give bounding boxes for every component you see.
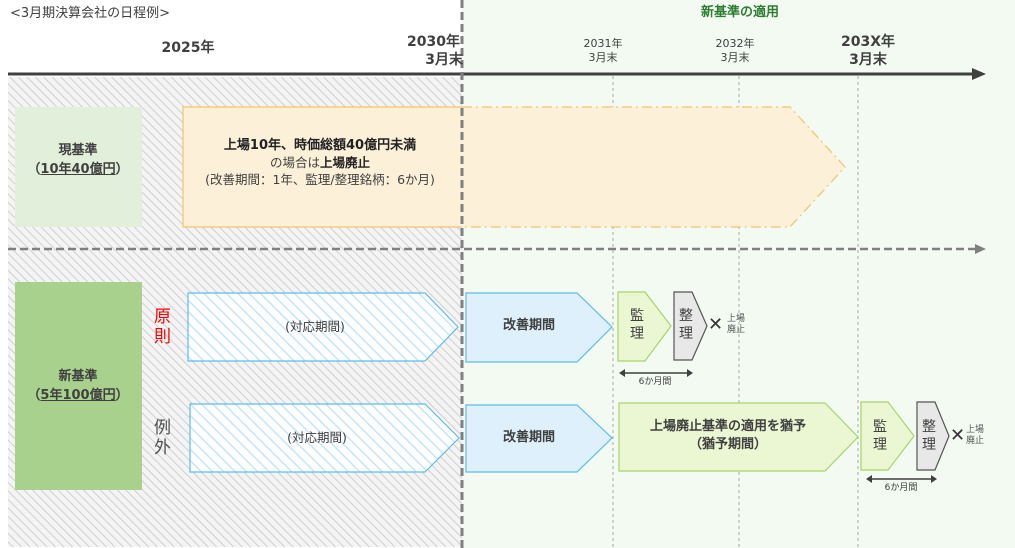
current-standard-box: [15, 107, 142, 227]
timeline-arrowhead: [972, 68, 986, 80]
current-arrow-border-solid: [182, 106, 462, 228]
paren-close: ）: [115, 162, 129, 177]
char: 理: [922, 437, 936, 453]
new-standard-applied-label: 新基準の適用: [700, 5, 780, 20]
current-delisting-arrow: [183, 107, 845, 227]
diagram-title: <3月期決算会社の日程例>: [10, 6, 171, 21]
paren-open: （: [27, 388, 41, 403]
new-standard-label: 新基準: [58, 369, 98, 384]
char: 廃止: [727, 325, 746, 335]
current-criteria-value: 10年40億円: [40, 162, 116, 177]
year-2025: 2025年: [161, 40, 215, 56]
delisting-cross-icon: ✕: [708, 314, 724, 335]
principle-supervision-arrow: [617, 291, 672, 362]
principle-improvement-arrow: [465, 292, 613, 363]
exception-char: 例: [154, 418, 171, 438]
principle-label: 原則: [154, 307, 171, 347]
char: 理: [873, 437, 887, 453]
exception-response-period-arrow: [189, 403, 460, 473]
exception-improvement-arrow: [465, 404, 613, 473]
current-desc-line2: の場合は上場廃止: [270, 155, 370, 171]
year-2031-sub: 3月末: [588, 51, 618, 64]
principle-improvement-label: 改善期間: [502, 318, 556, 333]
current-desc-pre: の場合は: [269, 155, 320, 170]
principle-response-period-arrow: [187, 292, 459, 362]
span-arrow-left: [866, 475, 872, 483]
exception-response-period-label: (対応期間): [287, 430, 347, 445]
char: 理: [679, 326, 693, 342]
principle-supervision-label: 監理: [630, 307, 644, 343]
principle-delisting-label: 上場廃止: [727, 314, 745, 336]
new-standard-criteria: （5年100億円）: [27, 388, 128, 404]
exception-label: 例外: [154, 418, 171, 458]
year-2031: 2031年: [583, 37, 623, 50]
principle-six-months-label: 6か月間: [638, 377, 672, 387]
principle-char: 原: [154, 307, 171, 327]
char: 整: [922, 419, 936, 435]
year-2030-sub: 3月末: [425, 52, 463, 68]
current-desc-delisting: 上場廃止: [320, 155, 371, 170]
span-arrow-right: [687, 369, 693, 377]
char: 上場: [966, 425, 985, 435]
exception-char: 外: [154, 438, 171, 458]
exception-supervision-label: 監理: [873, 418, 887, 454]
exception-delisting-label: 上場廃止: [966, 425, 984, 447]
grace-line1: 上場廃止基準の適用を猶予: [649, 419, 807, 434]
current-desc-line3: (改善期間：1年、監理/整理銘柄：6か月): [205, 172, 435, 187]
char: 廃止: [966, 436, 985, 446]
char: 整: [679, 308, 693, 324]
current-standard-criteria: （10年40億円）: [27, 162, 128, 178]
char: 監: [873, 419, 887, 435]
paren-open: （: [27, 162, 41, 177]
principle-response-period-label: (対応期間): [285, 319, 345, 334]
year-203x-sub: 3月末: [849, 52, 887, 68]
delisting-cross-icon: ✕: [950, 425, 966, 446]
char: 理: [630, 326, 644, 342]
principle-char: 則: [154, 327, 171, 347]
exception-liquidation-arrow: [916, 401, 950, 471]
grace-line2: （猶予期間）: [688, 437, 768, 452]
exception-liquidation-label: 整理: [922, 418, 936, 454]
current-standard-label: 現基準: [58, 143, 98, 158]
exception-six-months-label: 6か月間: [884, 483, 918, 493]
year-2032: 2032年: [715, 37, 755, 50]
exception-improvement-label: 改善期間: [502, 430, 556, 445]
row-divider-arrowhead: [975, 244, 986, 254]
year-203x: 203X年: [840, 34, 896, 50]
exception-supervision-arrow: [860, 401, 915, 471]
principle-liquidation-label: 整理: [679, 307, 693, 343]
new-standard-box: [15, 282, 142, 490]
current-desc-line1: 上場10年、時価総額40億円未満: [223, 138, 417, 153]
principle-liquidation-arrow: [673, 291, 708, 361]
grace-period-arrow: [618, 402, 859, 472]
char: 監: [630, 308, 644, 324]
year-2030: 2030年: [407, 34, 460, 50]
char: 上場: [727, 314, 746, 324]
year-2032-sub: 3月末: [720, 51, 750, 64]
new-criteria-value: 5年100億円: [40, 388, 116, 403]
span-arrow-left: [619, 369, 625, 377]
span-arrow-right: [931, 475, 937, 483]
paren-close: ）: [115, 388, 129, 403]
current-arrow-border-dashed: [462, 106, 846, 228]
